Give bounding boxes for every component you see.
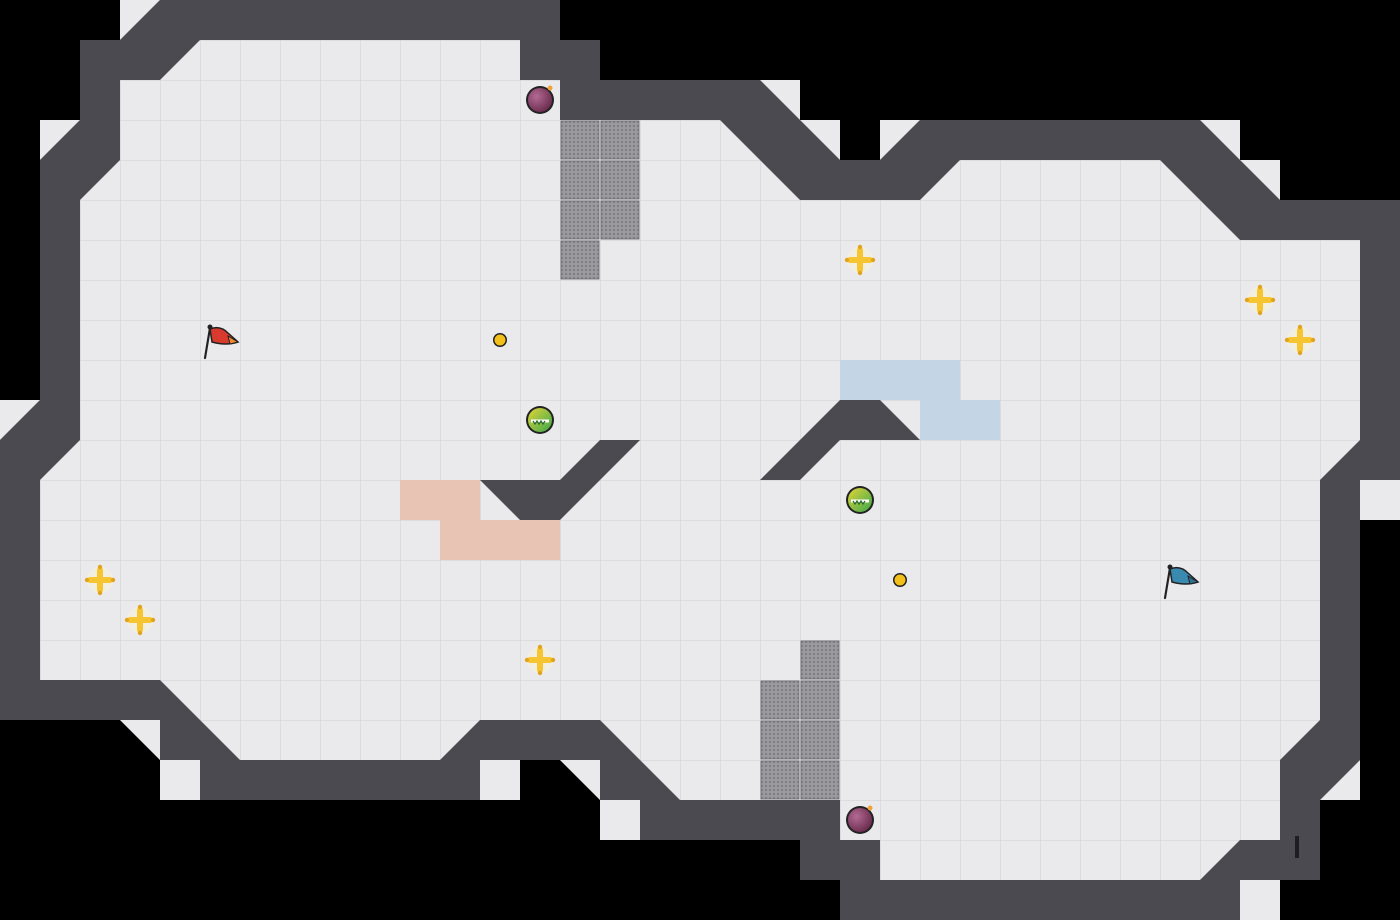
boost-pad-icon [1284,324,1316,356]
blue-flag-icon [1163,564,1200,600]
powerup-icon [526,406,554,434]
red-zone-tile [440,520,480,560]
boost-pad-icon [524,644,556,676]
blue-zone-tile [920,400,960,440]
spike-tile [760,680,800,720]
inner-wall-right [760,400,920,480]
team-zones-layer [400,360,1000,560]
spike-tile [600,160,640,200]
token-icon [893,573,907,587]
bomb-icon [526,85,554,114]
red-flag-icon [203,324,240,360]
blue-zone-tile [960,400,1000,440]
spike-tile [800,760,840,800]
spike-tile [760,720,800,760]
red-zone-tile [440,480,480,520]
inner-wall-left [480,440,640,520]
red-zone-tile [400,480,440,520]
red-zone-tile [480,520,520,560]
arena-floor [40,40,1360,880]
bomb-icon [846,805,874,834]
spike-tile [560,240,600,280]
blue-zone-tile [920,360,960,400]
gate-marker [1295,836,1299,858]
spike-tile [800,640,840,680]
token-icon [493,333,507,347]
spike-tile [800,720,840,760]
boost-pad-icon [1244,284,1276,316]
spike-tile [560,160,600,200]
spike-tile [760,760,800,800]
spike-tile [560,120,600,160]
spike-tile [560,200,600,240]
spike-tile [800,680,840,720]
items-layer [84,85,1316,834]
boost-pad-icon [84,564,116,596]
blue-zone-tile [880,360,920,400]
powerup-icon [846,486,874,514]
spike-tile [600,120,640,160]
boost-pad-icon [844,244,876,276]
red-zone-tile [520,520,560,560]
spike-tile [600,200,640,240]
spikes-layer [560,120,840,800]
boost-pad-icon [124,604,156,636]
blue-zone-tile [840,360,880,400]
